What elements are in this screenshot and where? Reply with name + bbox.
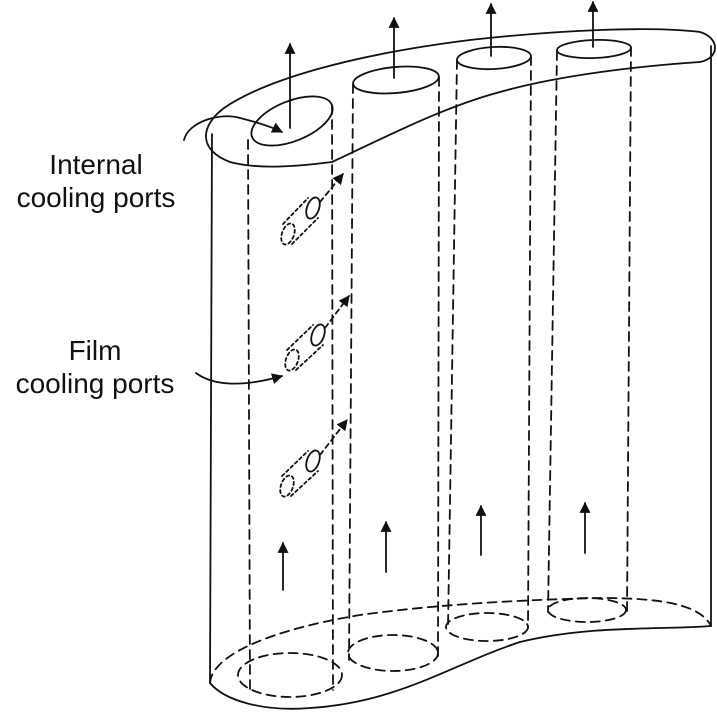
passage-3-top-opening bbox=[456, 45, 532, 71]
airfoil-top-profile bbox=[205, 28, 716, 168]
airfoil-bottom-solid bbox=[209, 625, 712, 710]
cooling-passage-4 bbox=[547, 39, 632, 623]
cooling-passage-2 bbox=[347, 65, 440, 672]
internal-label-line-2: cooling ports bbox=[16, 182, 176, 213]
internal-ports-leader bbox=[183, 115, 283, 141]
film-cooling-hole-2 bbox=[284, 295, 350, 372]
airfoil-leading-edge-line bbox=[209, 133, 213, 684]
passage-4-top-opening bbox=[556, 39, 632, 59]
film-label-line-2: cooling ports bbox=[15, 368, 175, 399]
film-cooling-hole-1 bbox=[280, 173, 344, 246]
film-cooling-hole-3 bbox=[279, 419, 348, 498]
internal-label-line-1: Internal bbox=[49, 149, 143, 180]
airfoil-bottom-hidden bbox=[209, 597, 712, 684]
passage-3-bottom-opening bbox=[445, 612, 529, 642]
cooling-passage-3 bbox=[445, 45, 532, 642]
passage-2-bottom-opening bbox=[347, 634, 439, 672]
film-label-line-1: Film bbox=[68, 335, 122, 366]
passage-4-bottom-opening bbox=[547, 597, 627, 623]
passage-1-bottom-opening bbox=[237, 652, 343, 698]
cooling-passage-1 bbox=[237, 95, 343, 698]
outflow-arrows bbox=[284, 0, 599, 129]
internal-cooling-ports-label: Internal cooling ports bbox=[0, 148, 192, 214]
passage-1-top-opening bbox=[250, 95, 334, 147]
inflow-arrows bbox=[277, 501, 591, 591]
passage-2-top-opening bbox=[352, 65, 440, 95]
airfoil-outline bbox=[205, 28, 716, 710]
film-ports-leader bbox=[195, 372, 284, 385]
film-cooling-ports-label: Film cooling ports bbox=[0, 334, 190, 400]
